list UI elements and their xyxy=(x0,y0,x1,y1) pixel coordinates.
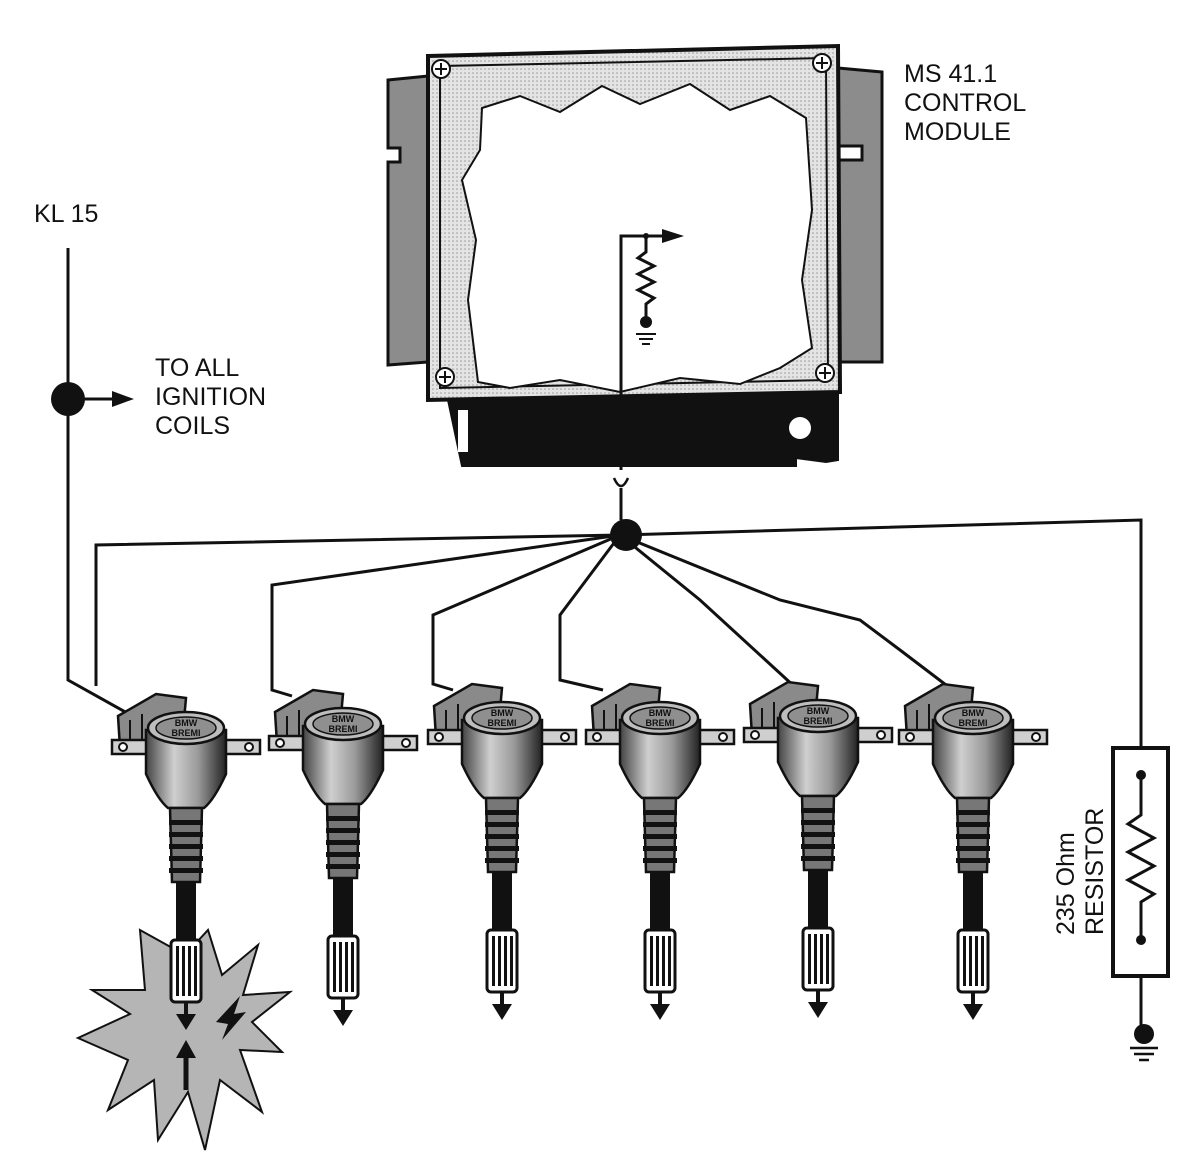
module-label: MS 41.1 CONTROL MODULE xyxy=(904,60,1026,147)
coil-brand-text: BREMI xyxy=(329,724,358,734)
to-all-coils-line: IGNITION xyxy=(155,383,267,411)
to-all-coils-line: COILS xyxy=(155,412,231,440)
coil-brand-text: BMW xyxy=(491,708,514,718)
kl15-supply-line xyxy=(51,248,137,720)
coil-brand-text: BREMI xyxy=(646,718,675,728)
load-resistor xyxy=(1111,746,1170,1062)
control-module xyxy=(386,43,884,520)
kl15-label: KL 15 xyxy=(34,200,99,228)
resistor-label-line: RESISTOR xyxy=(1081,807,1109,935)
module-label-line: CONTROL xyxy=(904,89,1027,117)
module-label-line: MODULE xyxy=(904,118,1011,146)
spark-output-arrow xyxy=(333,1010,353,1026)
spark-output-arrow xyxy=(492,1004,512,1020)
coil-brand-text: BREMI xyxy=(804,716,833,726)
coil-brand-text: BMW xyxy=(332,714,355,724)
to-all-coils-label: TO ALL IGNITION COILS xyxy=(155,354,266,441)
coil-brand-text: BMW xyxy=(962,708,985,718)
coil-brand-text: BREMI xyxy=(172,728,201,738)
coil-brand-text: BMW xyxy=(807,706,830,716)
spark-output-arrow xyxy=(176,1014,196,1030)
resistor-label: 235 Ohm RESISTOR xyxy=(1052,808,1110,935)
spark-output-arrow xyxy=(650,1004,670,1020)
junction-node xyxy=(610,519,642,551)
coil-brand-text: BREMI xyxy=(488,718,517,728)
to-all-coils-line: TO ALL xyxy=(155,354,240,382)
spark-output-arrow xyxy=(963,1004,983,1020)
ignition-coils: BMWBREMIBMWBREMIBMWBREMIBMWBREMIBMWBREMI… xyxy=(110,680,1049,1030)
spark-output-arrow xyxy=(808,1002,828,1018)
misfire-spark-burst xyxy=(75,928,294,1151)
module-label-line: MS 41.1 xyxy=(904,60,998,88)
junction-wires xyxy=(94,518,1143,750)
resistor-label-line: 235 Ohm xyxy=(1052,832,1080,935)
coil-brand-text: BMW xyxy=(175,718,198,728)
coil-brand-text: BMW xyxy=(649,708,672,718)
coil-brand-text: BREMI xyxy=(959,718,988,728)
